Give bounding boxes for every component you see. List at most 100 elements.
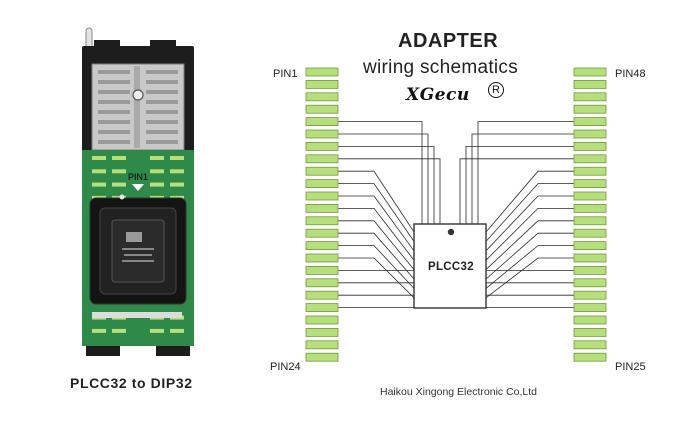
wire-right-33 — [485, 257, 574, 299]
chip-marking — [122, 232, 154, 262]
wire-left-8 — [338, 158, 441, 224]
wire-right-38 — [485, 195, 574, 252]
foot-right — [156, 346, 190, 356]
left-pin-9 — [305, 166, 339, 176]
left-pin-2 — [305, 80, 339, 89]
wire-left-10 — [338, 183, 415, 242]
left-pin-19 — [305, 290, 339, 300]
left-pin-7 — [305, 141, 339, 151]
right-pin-43 — [573, 129, 607, 139]
adapter-photo: PIN1 — [82, 27, 194, 356]
pin1-dot — [119, 194, 125, 200]
wire-right-44 — [477, 121, 574, 224]
registered-mark: R — [488, 82, 504, 98]
left-pin-14 — [305, 228, 339, 238]
right-pin-33 — [573, 253, 607, 263]
left-pin-8 — [305, 154, 339, 164]
chip-label: PLCC32 — [428, 261, 474, 273]
right-pin-column — [573, 67, 607, 362]
pin1-arrow — [132, 184, 144, 191]
wire-right-43 — [471, 133, 574, 224]
bottom-bar — [92, 312, 182, 318]
right-pin-25 — [573, 352, 607, 362]
pin1-marker-label: PIN1 — [128, 172, 148, 182]
left-pin-18 — [305, 278, 339, 288]
right-pin-31 — [573, 278, 607, 288]
left-pin-20 — [305, 303, 339, 313]
wire-right-36 — [485, 220, 574, 270]
left-pin-15 — [305, 241, 339, 251]
wire-left-6 — [338, 133, 429, 224]
left-pin-10 — [305, 179, 339, 189]
right-pin-36 — [573, 216, 607, 226]
wire-left-16 — [338, 257, 415, 299]
pin-label-pin48: PIN48 — [615, 68, 646, 80]
pin-label-pin1: PIN1 — [273, 68, 298, 80]
right-pin-38 — [573, 191, 607, 201]
left-pin-4 — [305, 104, 339, 114]
left-pin-12 — [305, 203, 339, 213]
top-tab-left — [94, 40, 120, 54]
pin-label-pin25: PIN25 — [615, 361, 646, 373]
right-pin-44 — [573, 117, 607, 126]
wire-left-9 — [338, 170, 415, 233]
wire-left-13 — [338, 220, 415, 270]
right-pin-45 — [573, 104, 607, 114]
left-pin-6 — [305, 129, 339, 139]
right-pin-28 — [573, 315, 607, 325]
left-pin-16 — [305, 253, 339, 263]
wire-right-41 — [459, 158, 574, 224]
right-pin-26 — [573, 340, 607, 350]
zif-slots — [98, 66, 178, 148]
right-pin-37 — [573, 203, 607, 213]
wire-left-11 — [338, 195, 415, 252]
wire-left-15 — [338, 245, 415, 289]
right-pin-34 — [573, 241, 607, 251]
left-pin-21 — [305, 315, 339, 325]
left-pin-11 — [305, 191, 339, 201]
left-pin-5 — [305, 117, 339, 126]
wire-left-7 — [338, 145, 435, 224]
left-pin-17 — [305, 265, 339, 275]
zif-center-rivet — [132, 89, 144, 101]
left-pin-column — [305, 67, 339, 362]
wire-right-34 — [485, 245, 574, 289]
pin-label-pin24: PIN24 — [270, 361, 301, 373]
plcc-chip — [111, 219, 165, 283]
schematic-title: ADAPTER — [398, 30, 499, 52]
right-pin-46 — [573, 92, 607, 102]
wire-right-37 — [485, 207, 574, 261]
left-pin-1 — [305, 67, 339, 77]
photo-caption: PLCC32 to DIP32 — [70, 375, 193, 391]
wire-right-39 — [485, 183, 574, 242]
wire-left-14 — [338, 232, 415, 280]
right-pin-39 — [573, 179, 607, 189]
wire-left-5 — [338, 121, 423, 224]
chip-pin1-dot — [447, 228, 455, 236]
footer-company: Haikou Xingong Electronic Co,Ltd — [380, 386, 538, 398]
plcc32-chip-outline — [413, 223, 487, 309]
left-pin-24 — [305, 352, 339, 362]
brand-logo: XGecu — [406, 85, 470, 105]
right-pin-27 — [573, 327, 607, 337]
right-pin-35 — [573, 228, 607, 238]
wire-right-40 — [485, 170, 574, 233]
right-pin-32 — [573, 265, 607, 275]
wire-left-12 — [338, 207, 415, 261]
foot-left — [86, 346, 120, 356]
left-pin-13 — [305, 216, 339, 226]
right-pin-42 — [573, 141, 607, 151]
right-pin-30 — [573, 290, 607, 300]
wire-right-42 — [465, 145, 574, 224]
schematic-subtitle: wiring schematics — [363, 57, 519, 78]
right-pin-29 — [573, 303, 607, 313]
wire-right-35 — [485, 232, 574, 280]
left-pin-22 — [305, 327, 339, 337]
left-pin-3 — [305, 92, 339, 102]
right-pin-41 — [573, 154, 607, 164]
right-pin-40 — [573, 166, 607, 176]
top-tab-right — [150, 40, 176, 54]
right-pin-48 — [573, 67, 607, 77]
left-pin-23 — [305, 340, 339, 350]
